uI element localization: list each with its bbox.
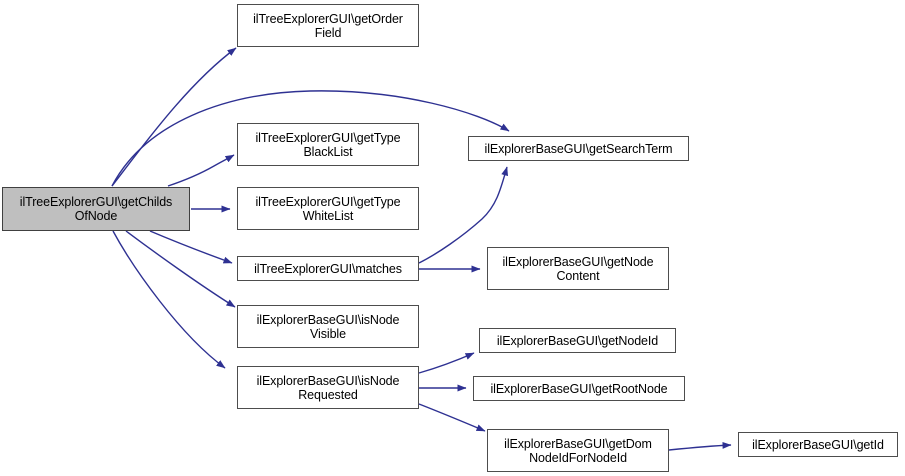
graph-node-label: ilTreeExplorerGUI\getChilds OfNode	[19, 195, 173, 223]
graph-node-getSearchTerm[interactable]: ilExplorerBaseGUI\getSearchTerm	[468, 136, 689, 161]
graph-edge-getDomNodeIdForNodeId-to-getId	[668, 441, 732, 451]
graph-node-getRootNode[interactable]: ilExplorerBaseGUI\getRootNode	[473, 376, 685, 401]
graph-node-label: ilTreeExplorerGUI\getType BlackList	[255, 130, 401, 159]
graph-node-label: ilExplorerBaseGUI\getId	[752, 437, 884, 452]
graph-node-getId[interactable]: ilExplorerBaseGUI\getId	[738, 432, 898, 457]
graph-node-label: ilExplorerBaseGUI\getNodeId	[496, 333, 659, 348]
graph-node-getTypeBlackList[interactable]: ilTreeExplorerGUI\getType BlackList	[237, 123, 419, 166]
graph-node-label: ilExplorerBaseGUI\isNode Visible	[256, 312, 400, 341]
graph-node-getTypeWhiteList[interactable]: ilTreeExplorerGUI\getType WhiteList	[237, 187, 419, 230]
graph-edge-getChilds-to-matches	[149, 230, 233, 264]
graph-edge-isNodeRequested-to-getDomNodeId	[418, 403, 486, 432]
graph-node-matches[interactable]: ilTreeExplorerGUI\matches	[237, 256, 419, 281]
graph-node-label: ilExplorerBaseGUI\getDom NodeIdForNodeId	[504, 436, 652, 465]
graph-node-label: ilTreeExplorerGUI\getType WhiteList	[255, 194, 401, 223]
graph-node-label: ilExplorerBaseGUI\getRootNode	[490, 381, 668, 396]
graph-edge-getChilds-to-isNodeVisible	[125, 230, 236, 308]
graph-edge-getChilds-to-getTypeBlackList	[167, 154, 235, 187]
graph-node-getOrderField[interactable]: ilTreeExplorerGUI\getOrder Field	[237, 4, 419, 47]
graph-node-label: ilTreeExplorerGUI\matches	[254, 261, 402, 276]
graph-edge-getChilds-to-getOrderField	[111, 47, 237, 187]
graph-node-getNodeId[interactable]: ilExplorerBaseGUI\getNodeId	[479, 328, 676, 353]
graph-node-label: ilExplorerBaseGUI\getSearchTerm	[484, 141, 673, 156]
graph-edge-isNodeRequested-to-getNodeId	[418, 352, 475, 374]
graph-node-label: ilExplorerBaseGUI\getNode Content	[502, 254, 654, 283]
graph-node-isNodeVisible[interactable]: ilExplorerBaseGUI\isNode Visible	[237, 305, 419, 348]
graph-node-label: ilTreeExplorerGUI\getOrder Field	[253, 11, 403, 40]
graph-node-label: ilExplorerBaseGUI\isNode Requested	[256, 373, 400, 402]
graph-edge-getChilds-to-isNodeRequested	[112, 230, 226, 369]
graph-node-getDomNodeIdForNodeId[interactable]: ilExplorerBaseGUI\getDom NodeIdForNodeId	[487, 429, 669, 472]
graph-node-getChildsOfNode[interactable]: ilTreeExplorerGUI\getChilds OfNode	[2, 187, 190, 231]
graph-node-isNodeRequested[interactable]: ilExplorerBaseGUI\isNode Requested	[237, 366, 419, 409]
graph-node-getNodeContent[interactable]: ilExplorerBaseGUI\getNode Content	[487, 247, 669, 290]
